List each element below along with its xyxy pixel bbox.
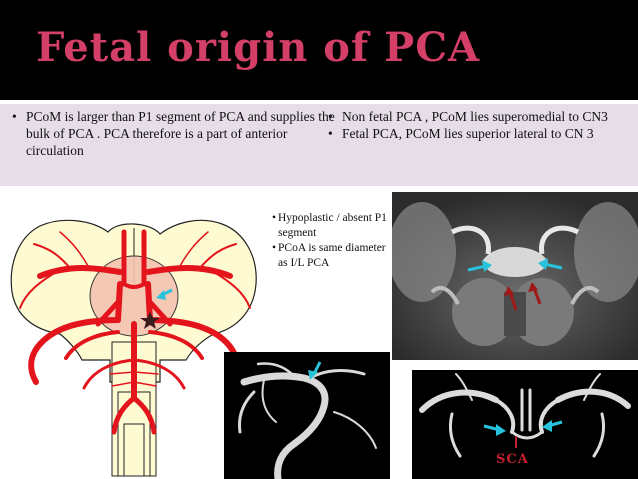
angiogram-image-1: [224, 352, 390, 479]
diagram-notes: Hypoplastic / absent P1 segment PCoA is …: [272, 211, 396, 271]
angio1-arrow-icon: [308, 361, 322, 380]
circle-of-willis-diagram: [0, 192, 268, 479]
right-bullet-2: Fetal PCA, PCoM lies superior lateral to…: [316, 125, 638, 142]
note-2: PCoA is same diameter as I/L PCA: [272, 241, 396, 271]
angio2-right-arrow-icon: [542, 420, 563, 432]
note-1: Hypoplastic / absent P1 segment: [272, 211, 396, 241]
slide-title: Fetal origin of PCA: [36, 24, 481, 71]
mri-right-arrow-icon: [538, 258, 563, 270]
angiogram-image-2: [412, 370, 638, 479]
circle-of-willis-svg: [10, 219, 257, 477]
mri-left-arrow-icon: [467, 260, 492, 272]
left-bullet-list: PCoM is larger than P1 segment of PCA an…: [0, 108, 336, 159]
right-bullet-list: Non fetal PCA , PCoM lies superomedial t…: [316, 108, 638, 142]
left-bullet-1: PCoM is larger than P1 segment of PCA an…: [0, 108, 336, 159]
title-bar: [0, 0, 638, 100]
mri-red-arrow-icon: [504, 282, 542, 311]
mri-image: [392, 192, 638, 360]
pcom-arrow-icon: [156, 288, 173, 300]
angio2-left-arrow-icon: [483, 424, 506, 436]
right-bullet-1: Non fetal PCA , PCoM lies superomedial t…: [316, 108, 638, 125]
sca-label: SCA: [496, 452, 529, 467]
star-marker-icon: [140, 312, 160, 329]
